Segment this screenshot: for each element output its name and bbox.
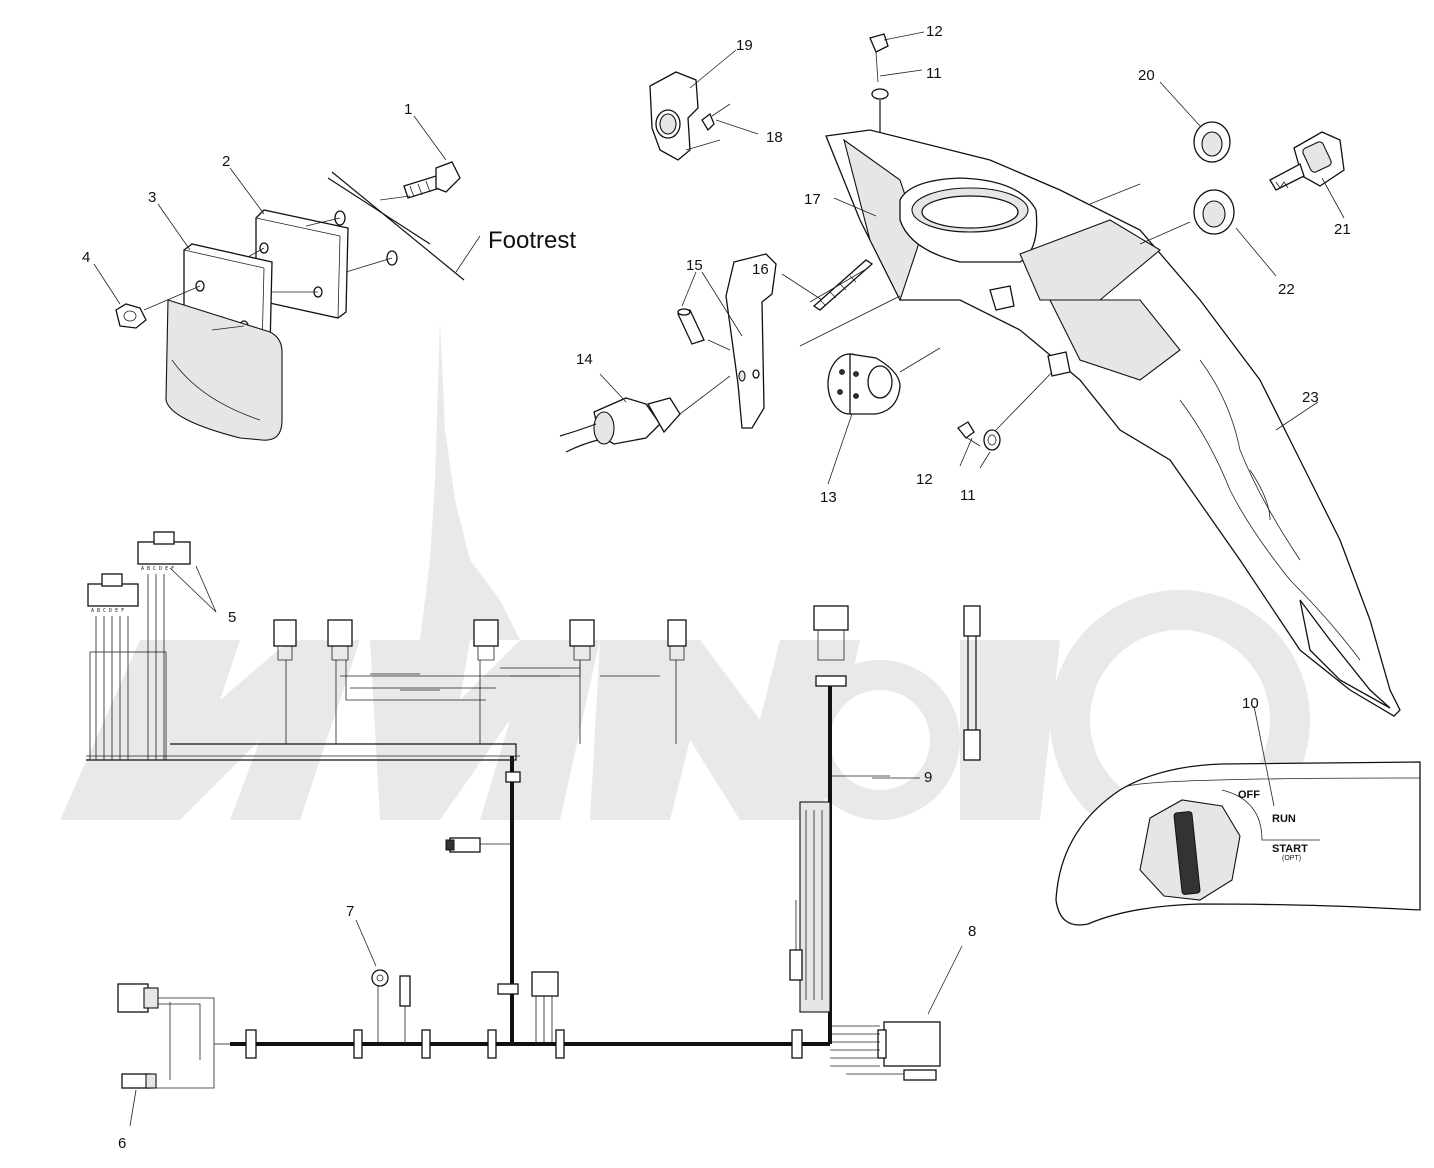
callout-6: 6 bbox=[118, 1135, 126, 1152]
watermark-logo bbox=[60, 320, 1310, 850]
callout-20: 20 bbox=[1138, 67, 1155, 84]
callout-3: 3 bbox=[148, 189, 156, 206]
side-panel-assembly bbox=[799, 33, 1401, 717]
callout-19: 19 bbox=[736, 37, 753, 54]
callout-13: 13 bbox=[820, 489, 837, 506]
bolt-part-1 bbox=[403, 161, 461, 199]
switch-position-opt: (OPT) bbox=[1282, 855, 1301, 862]
switch-position-start: START bbox=[1272, 843, 1308, 855]
callout-11-top: 11 bbox=[926, 65, 942, 82]
wiring-harness: A B C D E F A B C D E F bbox=[86, 531, 981, 1089]
connector-part-5-lower: A B C D E F bbox=[87, 573, 139, 614]
callout-7: 7 bbox=[346, 903, 354, 920]
nut-part-4 bbox=[115, 303, 147, 329]
callout-9: 9 bbox=[924, 769, 932, 786]
leader-lines bbox=[93, 31, 1345, 1127]
ring-terminal-part-7 bbox=[371, 969, 389, 1044]
callout-14: 14 bbox=[576, 351, 593, 368]
callout-11-bottom: 11 bbox=[960, 487, 976, 504]
callout-17: 17 bbox=[804, 191, 821, 208]
connector-part-8 bbox=[830, 1021, 941, 1081]
callout-5: 5 bbox=[228, 609, 236, 626]
switch-parts bbox=[559, 71, 1061, 453]
connector-letters-lower: A B C D E F bbox=[91, 608, 124, 614]
connector-letters-upper: A B C D E F bbox=[141, 566, 174, 572]
callout-10: 10 bbox=[1242, 695, 1259, 712]
callout-22: 22 bbox=[1278, 281, 1295, 298]
callout-12-bottom: 12 bbox=[916, 471, 933, 488]
callout-8: 8 bbox=[968, 923, 976, 940]
callout-12-top: 12 bbox=[926, 23, 943, 40]
switch-position-off: OFF bbox=[1238, 789, 1260, 801]
callout-2: 2 bbox=[222, 153, 230, 170]
callout-15: 15 bbox=[686, 257, 703, 274]
switch-position-run: RUN bbox=[1272, 813, 1296, 825]
ignition-switch-inset: OFF RUN START (OPT) bbox=[1055, 761, 1421, 926]
callout-18: 18 bbox=[766, 129, 783, 146]
callout-16: 16 bbox=[752, 261, 769, 278]
callout-23: 23 bbox=[1302, 389, 1319, 406]
connector-part-5-upper: A B C D E F bbox=[137, 531, 191, 572]
callout-1: 1 bbox=[404, 101, 412, 118]
callout-21: 21 bbox=[1334, 221, 1351, 238]
footrest-assembly bbox=[115, 161, 465, 441]
footrest-label: Footrest bbox=[488, 227, 576, 254]
callout-4: 4 bbox=[82, 249, 90, 266]
connector-part-6 bbox=[117, 983, 230, 1089]
